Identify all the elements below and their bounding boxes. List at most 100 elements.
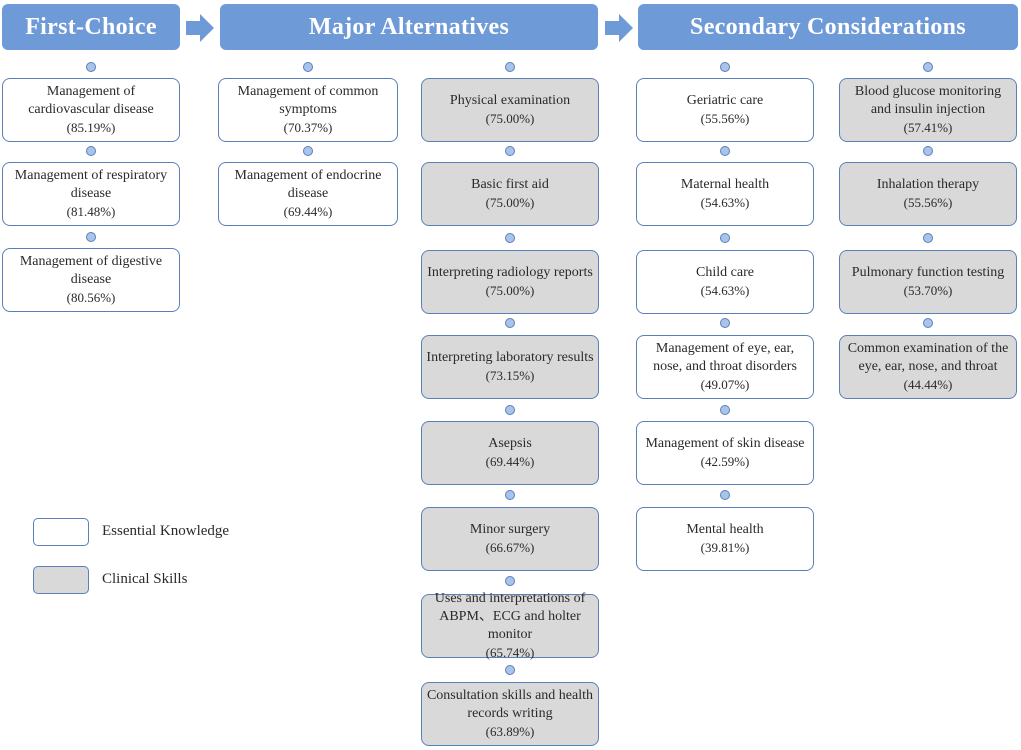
skill-box: Blood glucose monitoring and insulin inj… bbox=[839, 78, 1017, 142]
knowledge-box: Management of respiratory disease (81.48… bbox=[2, 162, 180, 226]
box-percent: (49.07%) bbox=[700, 377, 750, 392]
skill-box: Minor surgery (66.67%) bbox=[421, 507, 599, 571]
box-percent: (66.67%) bbox=[485, 540, 535, 555]
connector-dot bbox=[505, 576, 515, 586]
box-label: Management of eye, ear, nose, and throat… bbox=[653, 341, 797, 374]
box-percent: (39.81%) bbox=[700, 540, 750, 555]
knowledge-box: Management of skin disease (42.59%) bbox=[636, 421, 814, 485]
legend-label-knowledge: Essential Knowledge bbox=[102, 523, 230, 539]
box-label: Child care bbox=[696, 265, 754, 280]
skill-box: Physical examination (75.00%) bbox=[421, 78, 599, 142]
connector-dot bbox=[505, 62, 515, 72]
box-label: Management of respiratory disease bbox=[14, 168, 168, 201]
box-percent: (69.44%) bbox=[283, 204, 333, 219]
skill-box: Basic first aid (75.00%) bbox=[421, 162, 599, 226]
box-label: Management of endocrine disease bbox=[234, 168, 382, 201]
box-label: Basic first aid bbox=[471, 177, 549, 192]
box-label: Inhalation therapy bbox=[876, 177, 980, 192]
box-percent: (75.00%) bbox=[485, 111, 535, 126]
box-label: Interpreting laboratory results bbox=[426, 350, 594, 365]
connector-dot bbox=[505, 665, 515, 675]
box-label: Geriatric care bbox=[686, 93, 764, 108]
knowledge-box: Management of digestive disease (80.56%) bbox=[2, 248, 180, 312]
connector-dot bbox=[923, 146, 933, 156]
knowledge-box: Maternal health (54.63%) bbox=[636, 162, 814, 226]
box-percent: (42.59%) bbox=[700, 454, 750, 469]
skill-box: Inhalation therapy (55.56%) bbox=[839, 162, 1017, 226]
box-label: Physical examination bbox=[449, 93, 571, 108]
connector-dot bbox=[720, 233, 730, 243]
box-percent: (65.74%) bbox=[485, 645, 535, 660]
box-label: Management of cardiovascular disease bbox=[28, 84, 154, 117]
box-percent: (80.56%) bbox=[66, 290, 116, 305]
skill-box: Interpreting laboratory results (73.15%) bbox=[421, 335, 599, 399]
box-percent: (81.48%) bbox=[66, 204, 116, 219]
legend-swatch-knowledge bbox=[33, 518, 89, 546]
box-label: Interpreting radiology reports bbox=[427, 265, 593, 280]
knowledge-box: Geriatric care (55.56%) bbox=[636, 78, 814, 142]
connector-dot bbox=[720, 146, 730, 156]
box-label: Management of skin disease bbox=[645, 436, 805, 451]
box-label: Common examination of the eye, ear, nose… bbox=[847, 341, 1009, 374]
skill-box: Pulmonary function testing (53.70%) bbox=[839, 250, 1017, 314]
box-percent: (69.44%) bbox=[485, 454, 535, 469]
knowledge-box: Management of eye, ear, nose, and throat… bbox=[636, 335, 814, 399]
connector-dot bbox=[923, 62, 933, 72]
connector-dot bbox=[505, 405, 515, 415]
box-percent: (75.00%) bbox=[485, 195, 535, 210]
box-percent: (57.41%) bbox=[903, 120, 953, 135]
box-label: Uses and interpretations of ABPM、ECG and… bbox=[434, 591, 586, 642]
knowledge-box: Management of cardiovascular disease (85… bbox=[2, 78, 180, 142]
skill-box: Interpreting radiology reports (75.00%) bbox=[421, 250, 599, 314]
box-percent: (70.37%) bbox=[283, 120, 333, 135]
knowledge-box: Child care (54.63%) bbox=[636, 250, 814, 314]
connector-dot bbox=[86, 62, 96, 72]
skill-box: Uses and interpretations of ABPM、ECG and… bbox=[421, 591, 599, 660]
skill-box: Asepsis (69.44%) bbox=[421, 421, 599, 485]
box-percent: (44.44%) bbox=[903, 377, 953, 392]
header-major-alternatives: Major Alternatives bbox=[220, 4, 598, 50]
connector-dot bbox=[303, 146, 313, 156]
connector-dot bbox=[303, 62, 313, 72]
box-label: Minor surgery bbox=[469, 522, 551, 537]
connector-dot bbox=[505, 146, 515, 156]
knowledge-box: Management of endocrine disease (69.44%) bbox=[218, 162, 398, 226]
box-percent: (55.56%) bbox=[903, 195, 953, 210]
connector-dot bbox=[923, 233, 933, 243]
box-label: Maternal health bbox=[680, 177, 770, 192]
connector-dot bbox=[720, 318, 730, 328]
connector-dot bbox=[505, 490, 515, 500]
box-label: Blood glucose monitoring and insulin inj… bbox=[854, 84, 1002, 117]
connector-dot bbox=[923, 318, 933, 328]
connector-dot bbox=[86, 232, 96, 242]
connector-dot bbox=[505, 233, 515, 243]
skill-box: Consultation skills and health records w… bbox=[421, 682, 599, 746]
connector-dot bbox=[720, 490, 730, 500]
arrow-right-icon bbox=[186, 14, 214, 42]
box-percent: (73.15%) bbox=[485, 368, 535, 383]
knowledge-box: Management of common symptoms (70.37%) bbox=[218, 78, 398, 142]
legend-swatch-skills bbox=[33, 566, 89, 594]
box-percent: (75.00%) bbox=[485, 283, 535, 298]
box-label: Management of common symptoms bbox=[237, 84, 379, 117]
box-percent: (55.56%) bbox=[700, 111, 750, 126]
header-secondary-considerations: Secondary Considerations bbox=[638, 4, 1018, 50]
connector-dot bbox=[720, 62, 730, 72]
connector-dot bbox=[505, 318, 515, 328]
connector-dot bbox=[86, 146, 96, 156]
box-label: Asepsis bbox=[488, 436, 532, 451]
box-percent: (85.19%) bbox=[66, 120, 116, 135]
knowledge-box: Mental health (39.81%) bbox=[636, 507, 814, 571]
box-percent: (53.70%) bbox=[903, 283, 953, 298]
box-percent: (63.89%) bbox=[485, 724, 535, 739]
header-first-choice: First-Choice bbox=[2, 4, 180, 50]
box-percent: (54.63%) bbox=[700, 283, 750, 298]
arrow-right-icon bbox=[605, 14, 633, 42]
box-label: Consultation skills and health records w… bbox=[426, 688, 594, 721]
box-percent: (54.63%) bbox=[700, 195, 750, 210]
connector-dot bbox=[720, 405, 730, 415]
box-label: Management of digestive disease bbox=[19, 254, 163, 287]
skill-box: Common examination of the eye, ear, nose… bbox=[839, 335, 1017, 399]
box-label: Pulmonary function testing bbox=[851, 265, 1005, 280]
legend-label-skills: Clinical Skills bbox=[102, 571, 188, 587]
